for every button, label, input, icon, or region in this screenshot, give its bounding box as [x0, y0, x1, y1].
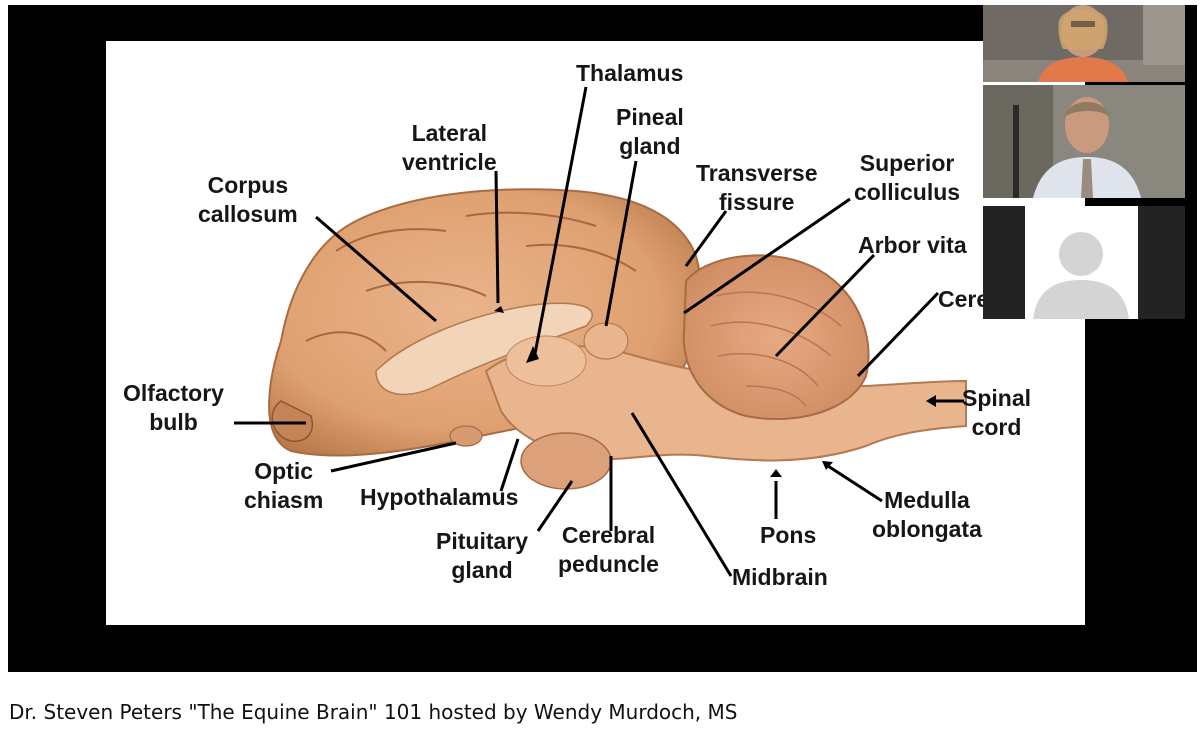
label-olfactory-bulb: Olfactory bulb — [123, 380, 224, 435]
label-thalamus: Thalamus — [576, 60, 684, 86]
participant-3-placeholder — [1025, 206, 1138, 319]
label-corpus-callosum: Corpus callosum — [198, 172, 298, 227]
label-arbor-vitae: Arbor vita — [858, 232, 967, 258]
avatar-placeholder-icon — [1033, 232, 1129, 319]
cerebellum-shape — [682, 254, 870, 420]
participant-tile-3[interactable] — [983, 206, 1185, 319]
label-hypothalamus: Hypothalamus — [360, 484, 519, 510]
video-player[interactable]: Thalamus Pineal gland Lateral ventricle … — [8, 5, 1197, 672]
label-superior-colliculus: Superior colliculus — [854, 150, 961, 205]
label-pituitary-gland: Pituitary gland — [436, 528, 529, 583]
participant-tile-2[interactable] — [983, 85, 1185, 198]
participant-1-video — [983, 5, 1185, 82]
label-optic-chiasm: Optic chiasm — [244, 458, 324, 513]
label-cerebral-peduncle: Cerebral peduncle — [558, 522, 659, 577]
label-lateral-ventricle: Lateral ventricle — [402, 120, 497, 175]
label-cerebellum: Cere — [938, 286, 990, 312]
label-spinal-cord: Spinal cord — [962, 385, 1032, 440]
label-midbrain: Midbrain — [732, 564, 828, 590]
label-medulla-oblongata: Medulla oblongata — [872, 487, 982, 542]
label-transverse-fissure: Transverse fissure — [696, 160, 818, 215]
brain-diagram — [234, 86, 967, 577]
video-caption-title: Dr. Steven Peters "The Equine Brain" 101… — [9, 700, 738, 724]
presentation-slide: Thalamus Pineal gland Lateral ventricle … — [106, 41, 1085, 625]
participant-2-video — [983, 85, 1185, 198]
label-pons: Pons — [760, 522, 817, 548]
label-pineal-gland: Pineal gland — [616, 104, 684, 159]
participant-tile-1[interactable] — [983, 5, 1185, 82]
label-pointers — [234, 86, 964, 577]
